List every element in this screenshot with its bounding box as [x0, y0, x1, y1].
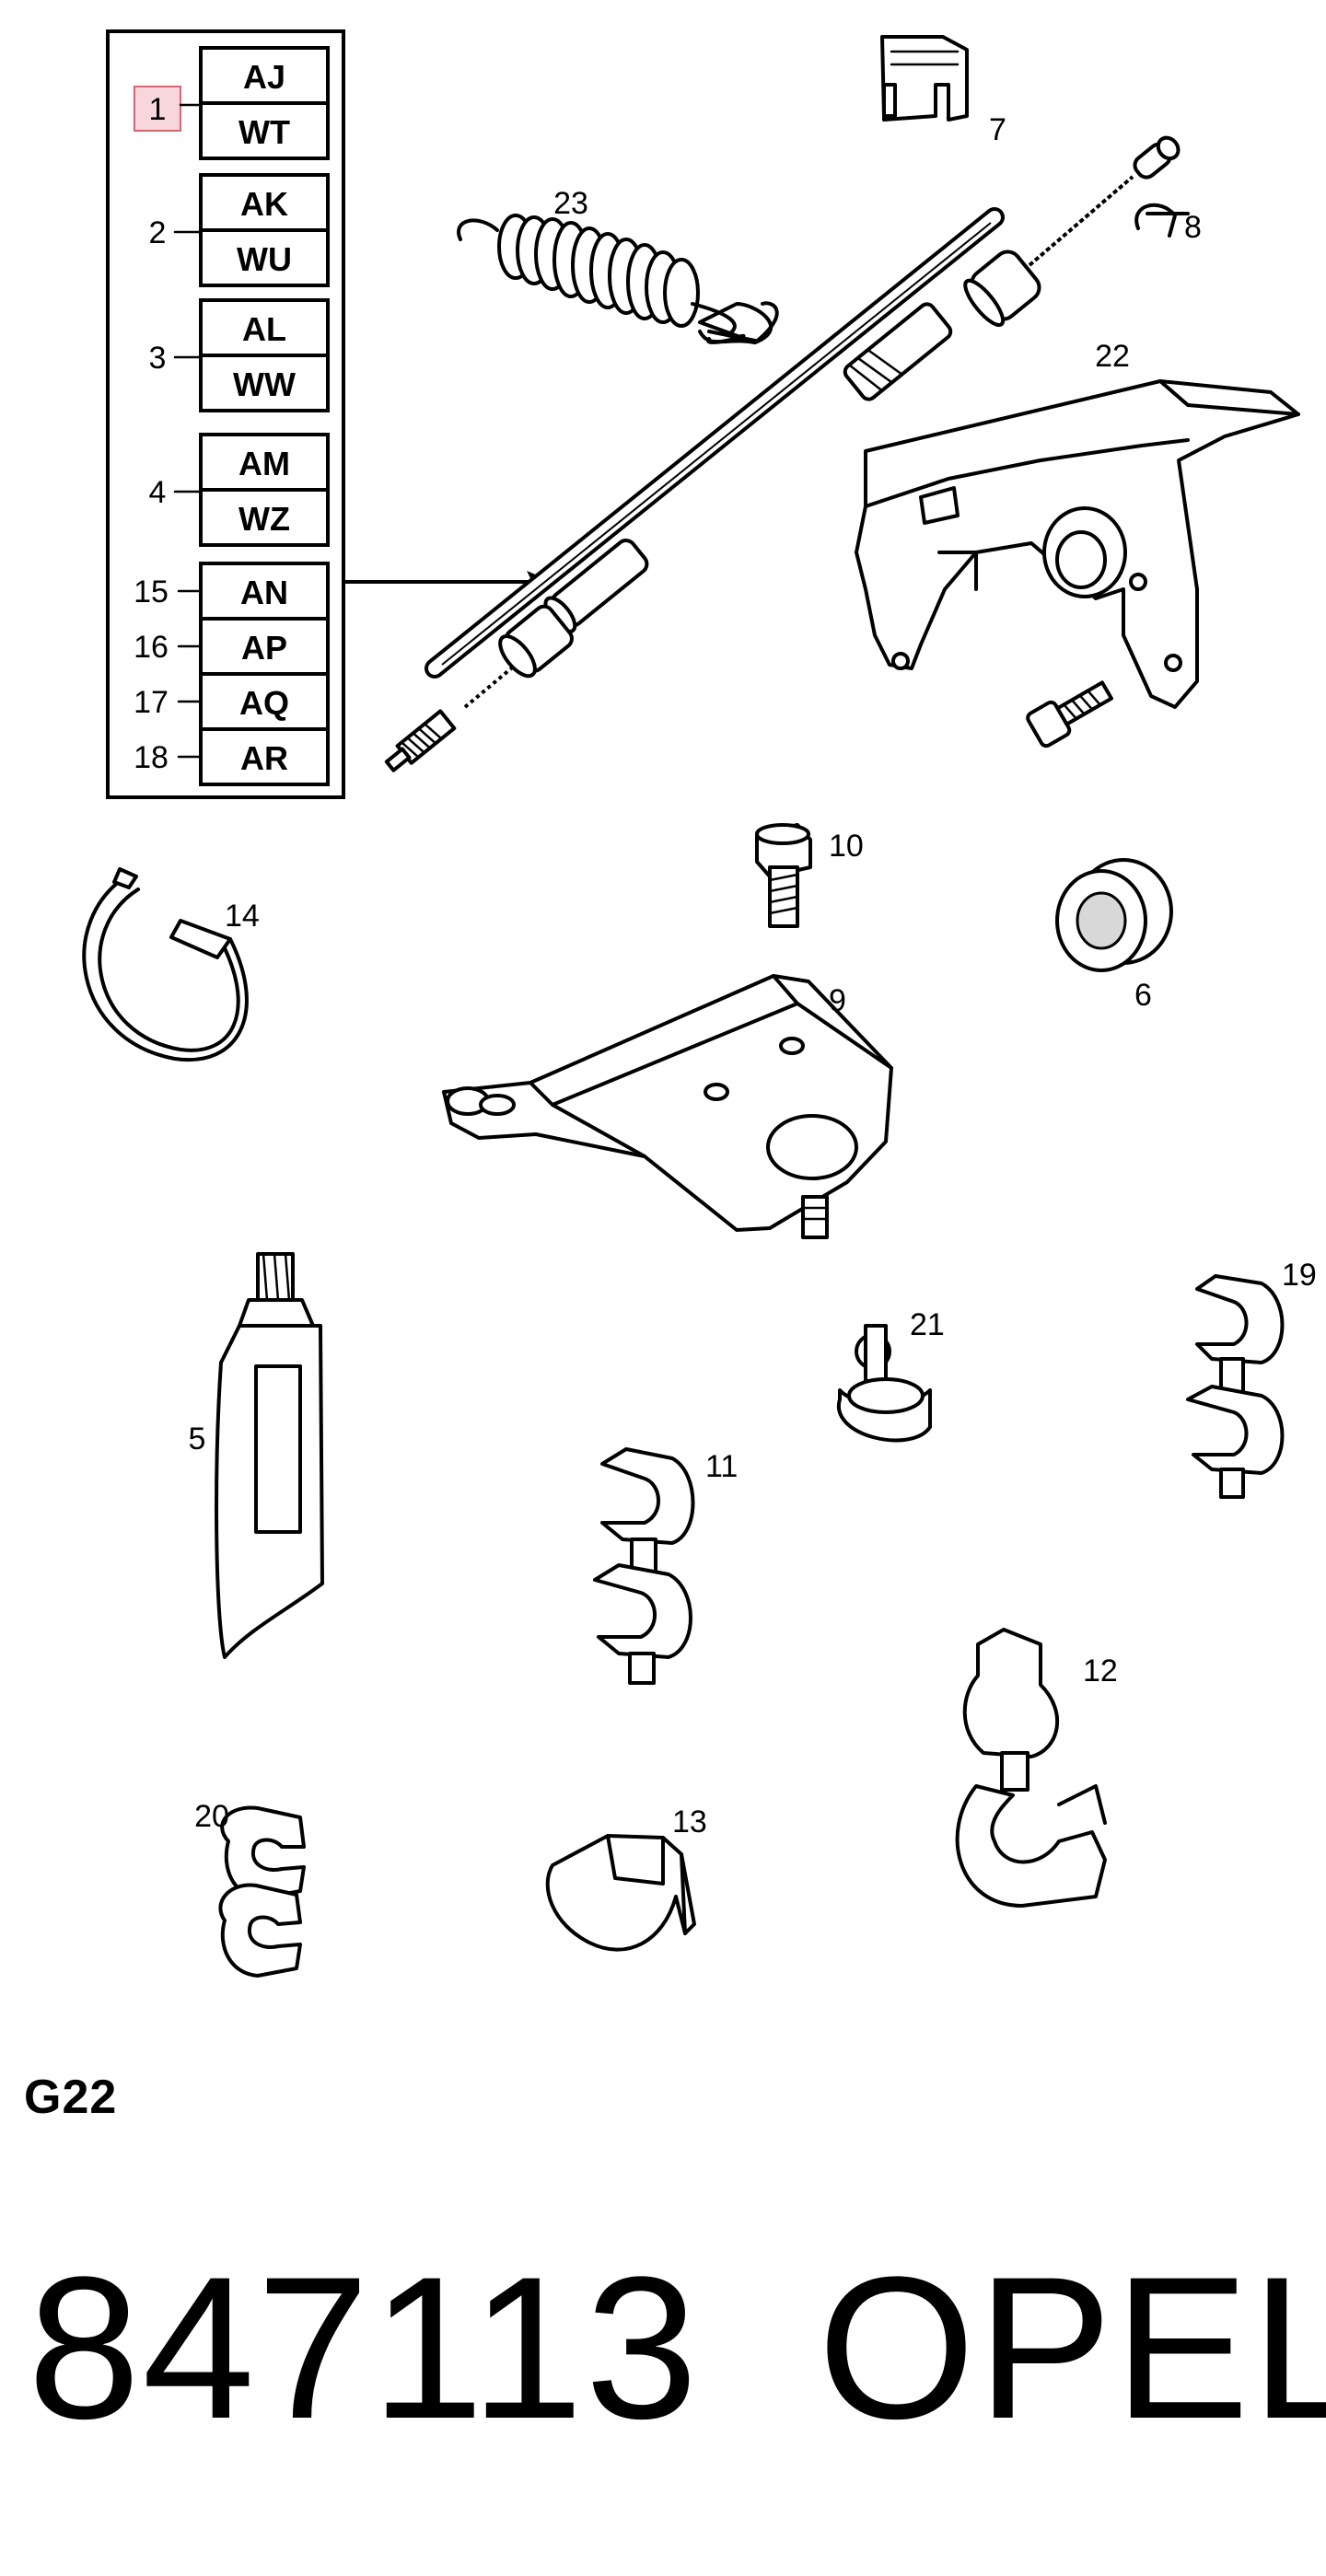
clip-20: [218, 1805, 306, 1978]
callout-highlight: [134, 86, 181, 132]
callout-1: 1: [149, 92, 167, 127]
mounting-plate-9: [442, 974, 893, 1239]
clip-11: [593, 1447, 695, 1685]
clip-19: [1186, 1274, 1285, 1499]
pedal-bracket-22: [855, 379, 1300, 709]
code-wt: WT: [238, 113, 290, 151]
callout-23: 23: [553, 186, 588, 221]
callout-14: 14: [225, 899, 260, 934]
callout-6: 6: [1134, 978, 1152, 1013]
clutch-cable: [384, 135, 1181, 772]
clip-13: [545, 1834, 696, 1952]
code-al: AL: [242, 310, 286, 348]
code-ar: AR: [240, 739, 288, 777]
part-number: 847113: [28, 2234, 700, 2461]
callout-7: 7: [989, 112, 1006, 147]
callout-16: 16: [134, 630, 169, 665]
callout-2: 2: [149, 215, 167, 250]
callout-8: 8: [1184, 210, 1202, 245]
code-ap: AP: [241, 629, 287, 667]
callout-18: 18: [134, 740, 169, 775]
callout-17: 17: [134, 685, 169, 720]
clip-8: [1134, 203, 1190, 238]
clip-21: [836, 1324, 932, 1443]
callout-21: 21: [910, 1307, 945, 1342]
callout-4: 4: [149, 475, 167, 510]
callout-10: 10: [829, 829, 864, 864]
callout-5: 5: [189, 1421, 206, 1456]
spring-23: [457, 214, 779, 344]
callout-20: 20: [194, 1799, 229, 1834]
bolt-10: [755, 823, 812, 928]
callout-13: 13: [672, 1804, 707, 1839]
grease-tube-5: [215, 1252, 324, 1659]
code-aq: AQ: [239, 684, 289, 722]
callout-3: 3: [149, 341, 167, 376]
callout-22: 22: [1095, 339, 1130, 374]
callout-12: 12: [1083, 1654, 1118, 1688]
strap-14: [82, 867, 249, 1062]
bush-6: [1055, 858, 1173, 972]
callout-19: 19: [1282, 1258, 1317, 1293]
clip-7: [880, 35, 969, 122]
callout-11: 11: [705, 1449, 738, 1484]
code-wz: WZ: [238, 500, 290, 538]
legend-table: 1 AJ WT 2 AK WU 3 AL WW 4 AM WZ 15 16 17…: [106, 29, 552, 799]
callout-15: 15: [134, 574, 169, 609]
code-an: AN: [240, 574, 288, 611]
bracket-bolt: [1026, 680, 1113, 748]
code-am: AM: [238, 445, 290, 482]
code-ww: WW: [233, 366, 296, 403]
code-aj: AJ: [243, 58, 285, 96]
group-code: G22: [24, 2071, 118, 2124]
callout-9: 9: [829, 983, 846, 1018]
code-ak: AK: [240, 185, 288, 223]
brand-name: OPEL: [818, 2234, 1326, 2461]
code-wu: WU: [237, 240, 292, 278]
clip-12: [955, 1628, 1107, 1908]
